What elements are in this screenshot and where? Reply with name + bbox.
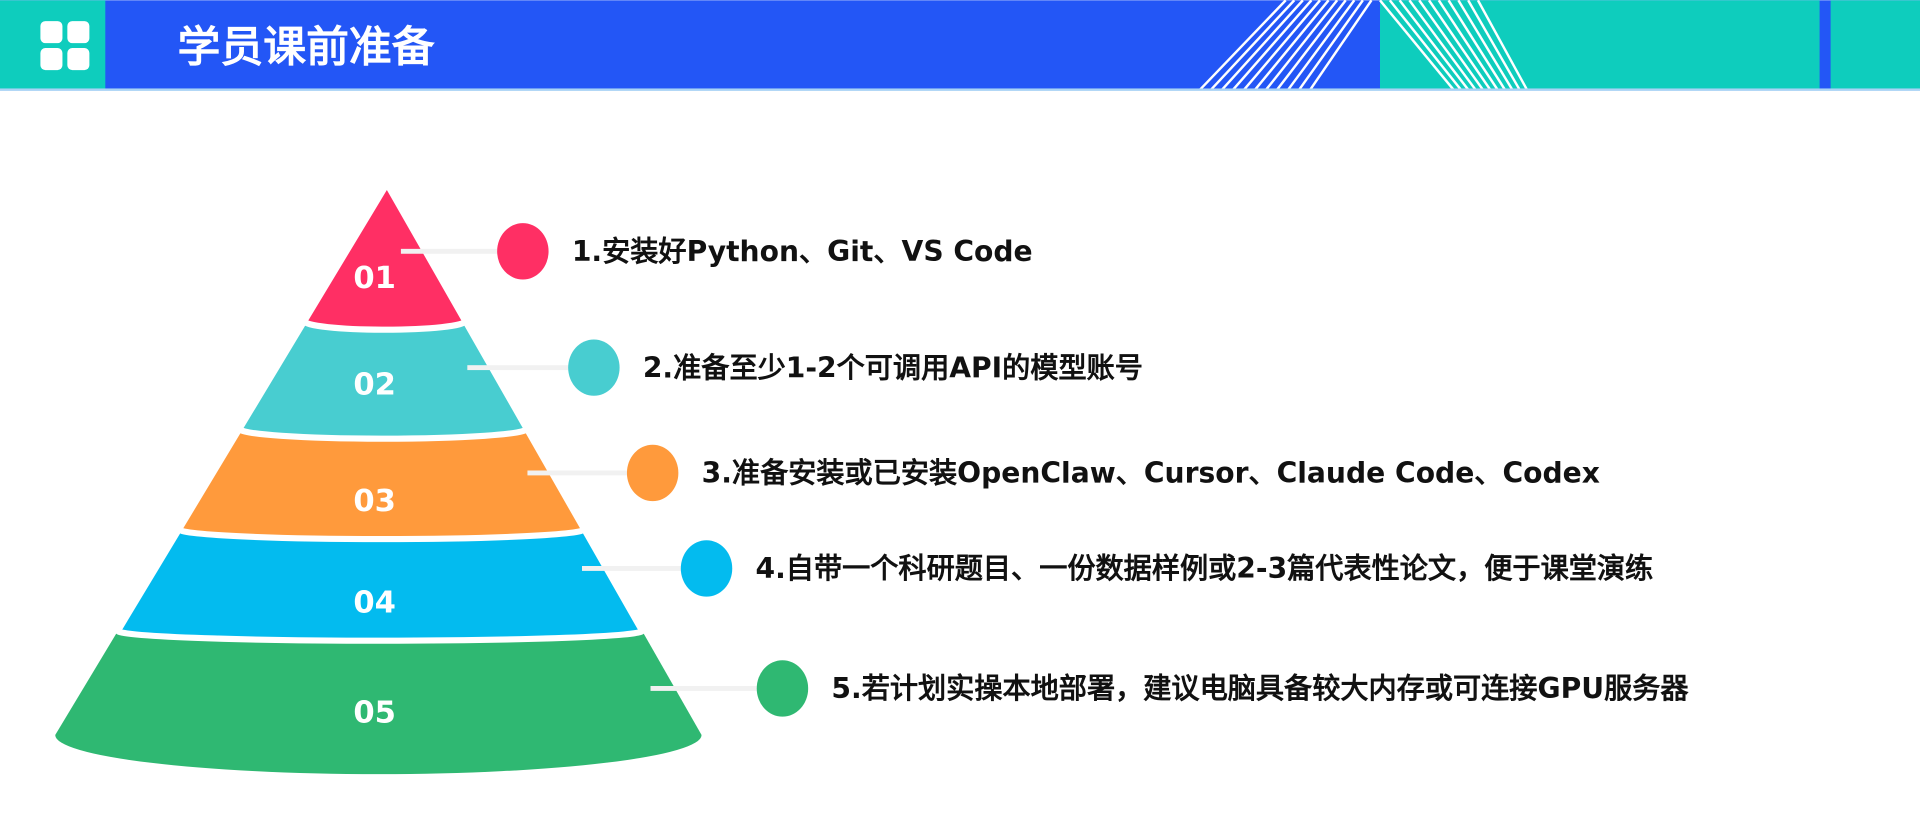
prep-item-text: 3.准备安装或已安装OpenClaw、Cursor、Claude Code、Co…	[702, 457, 1600, 490]
grid-icon	[40, 21, 90, 71]
bullet-dot	[626, 444, 679, 502]
connector-line	[650, 686, 783, 691]
tier-label: 05	[353, 696, 396, 731]
bullet-dot	[756, 660, 809, 717]
bullet-dot	[497, 223, 549, 280]
prep-item-text: 5.若计划实操本地部署，建议电脑具备较大内存或可连接GPU服务器	[831, 672, 1689, 705]
connector-line	[527, 470, 653, 476]
header-icon-panel	[0, 0, 106, 90]
prep-list: 1.安装好Python、Git、VS Code 2.准备至少1-2个可调用API的…	[400, 223, 1689, 717]
prep-item-text: 1.安装好Python、Git、VS Code	[572, 235, 1033, 268]
pyramid-tier-04	[114, 526, 646, 644]
pyramid-tier-02	[236, 318, 530, 442]
tier-label: 04	[353, 586, 396, 621]
pyramid-tier-01	[301, 180, 469, 333]
bullet-dot	[568, 339, 620, 396]
tier-label: 03	[353, 484, 396, 519]
pyramid-tier-05	[55, 630, 702, 775]
tier-label: 01	[353, 261, 396, 296]
connector-line	[467, 365, 594, 371]
prep-item-text: 2.准备至少1-2个可调用API的模型账号	[643, 351, 1143, 384]
decorative-stripes	[1199, 0, 1529, 91]
header-bar: 学员课前准备	[0, 0, 1920, 91]
prep-item-text: 4.自带一个科研题目、一份数据样例或2-3篇代表性论文，便于课堂演练	[756, 552, 1654, 585]
bullet-dot	[680, 540, 733, 597]
connector-line	[581, 566, 707, 571]
tier-label: 02	[353, 368, 396, 403]
pyramid-tier-03	[176, 425, 588, 543]
page-title: 学员课前准备	[178, 23, 436, 73]
connector-line	[400, 248, 523, 254]
pyramid: 01 02 03 04 05	[55, 180, 702, 775]
